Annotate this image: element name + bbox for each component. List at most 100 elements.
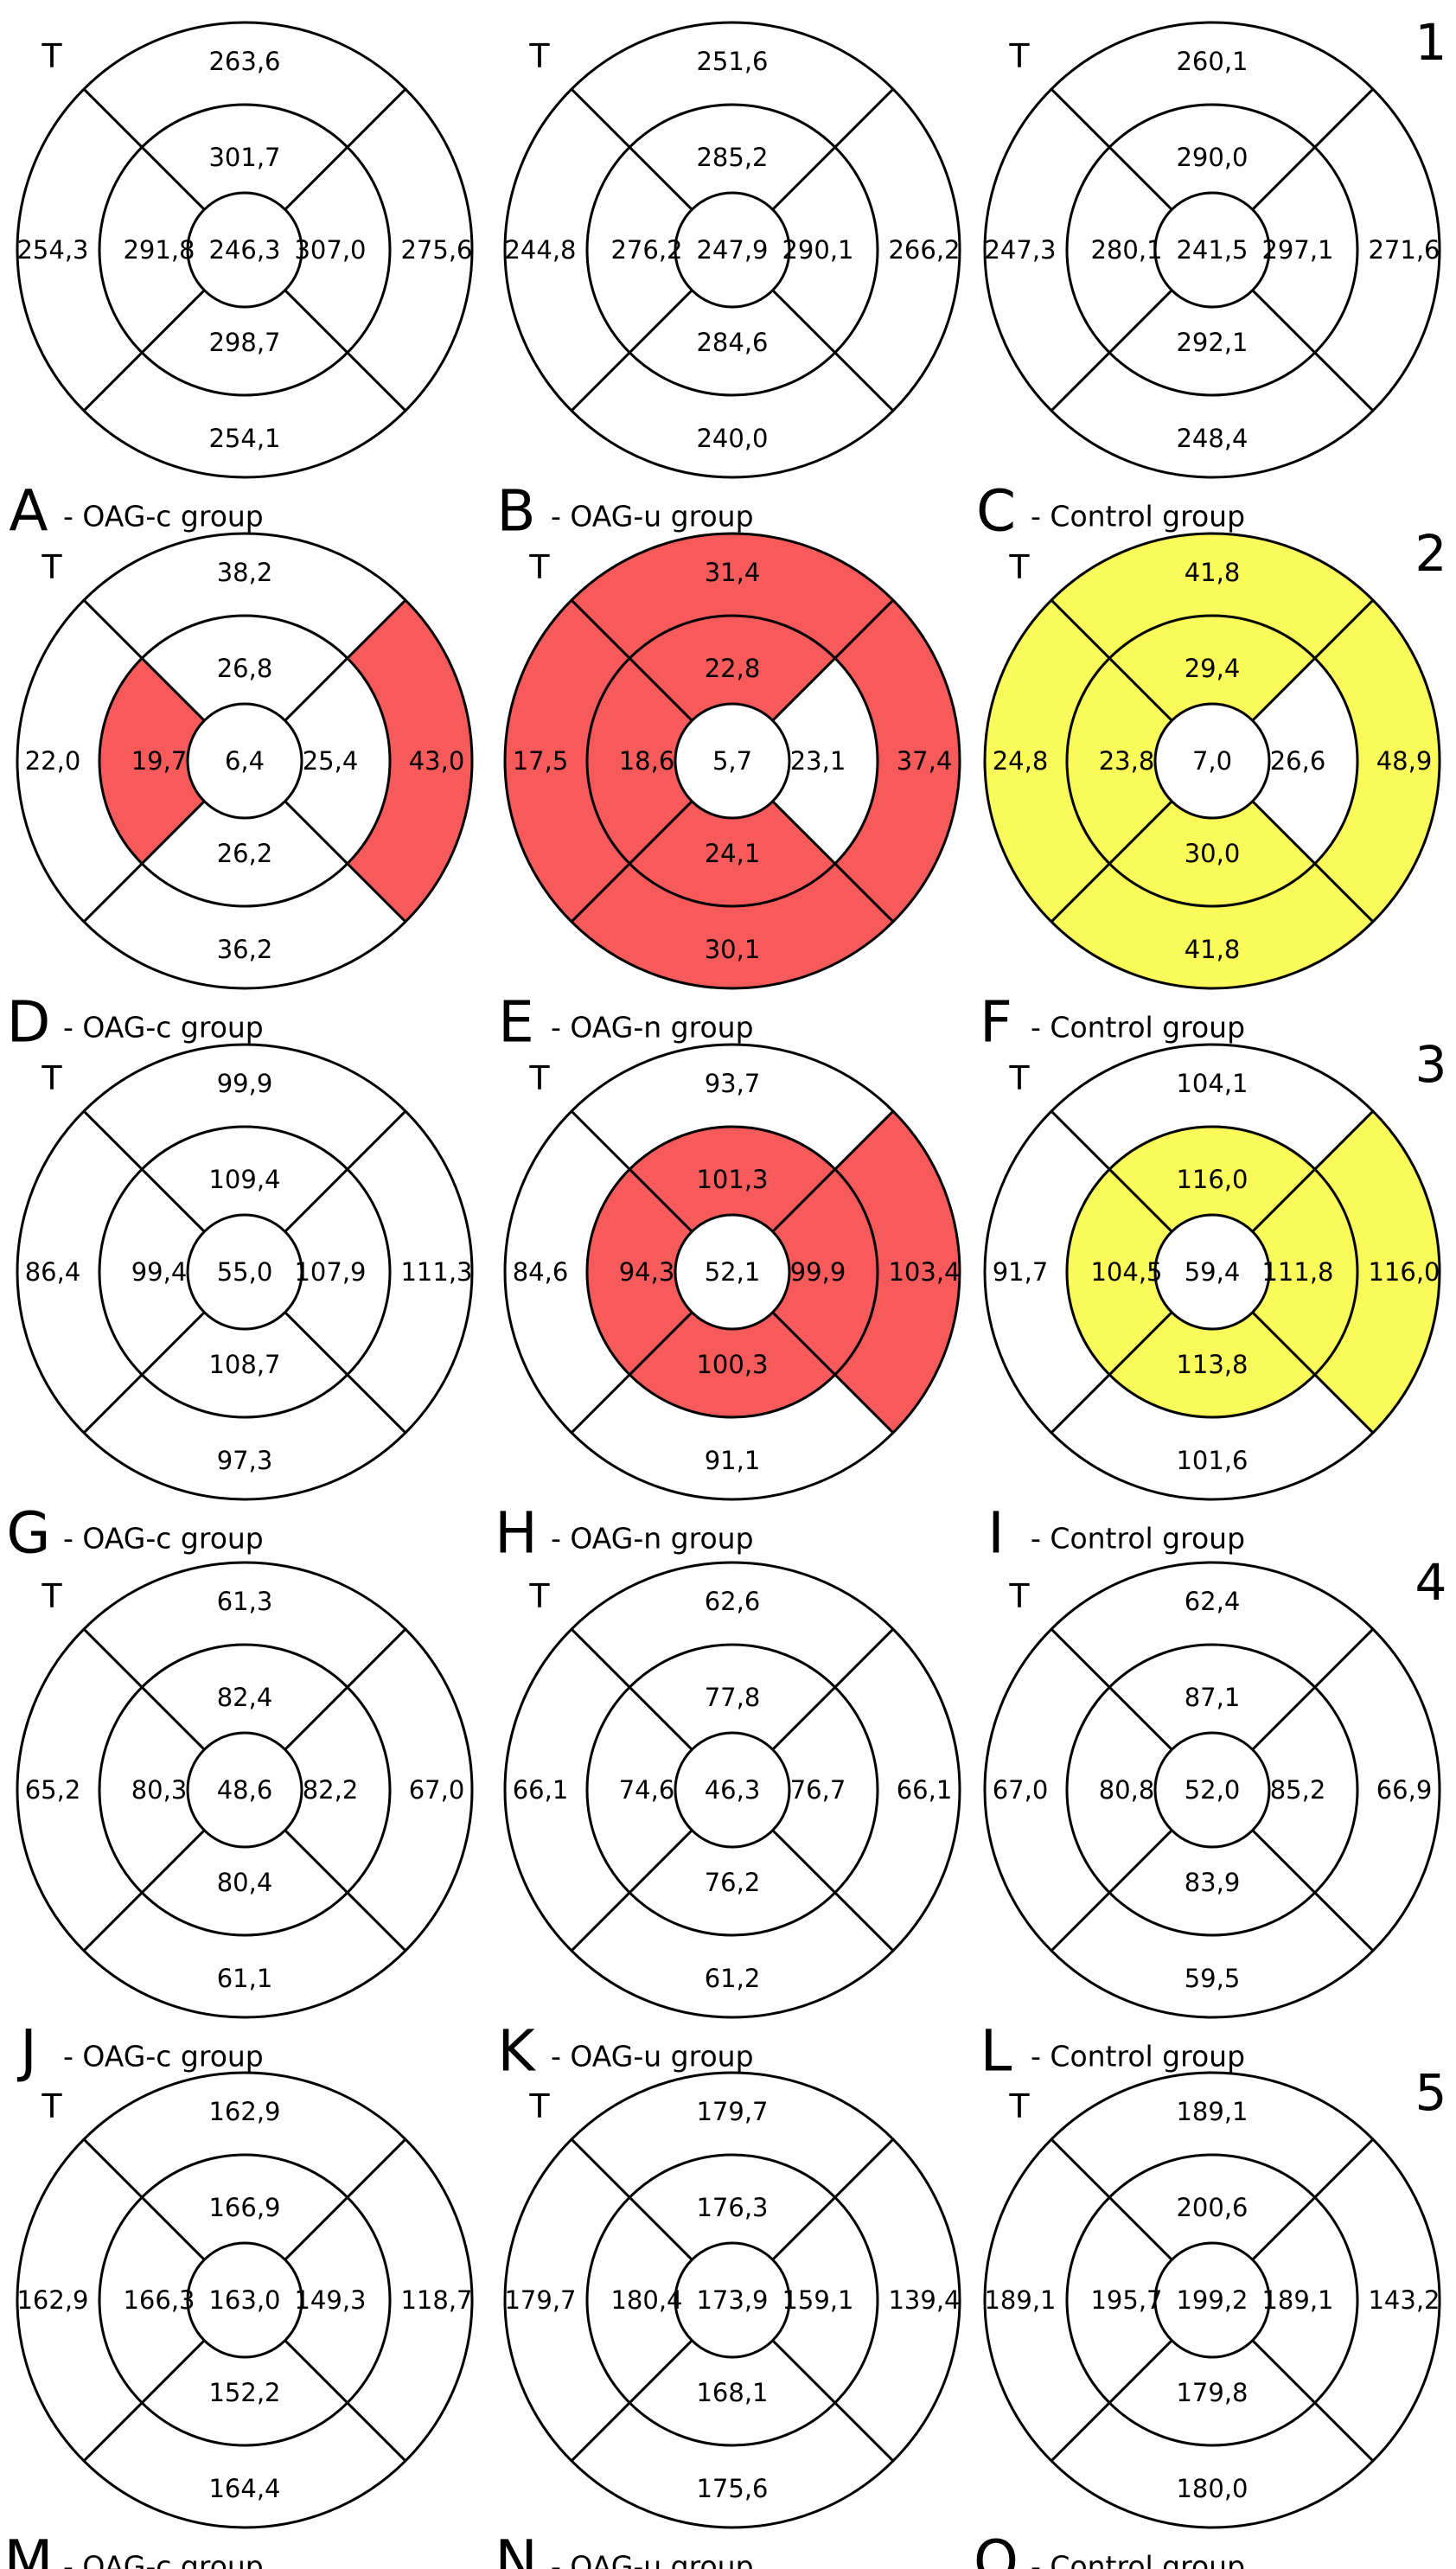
center-ring: [186, 702, 303, 820]
sector-divider-2: [771, 2339, 895, 2463]
sector-divider-3: [570, 800, 693, 923]
inner-bottom-value: 298,7: [208, 328, 280, 357]
row-number-1: 1: [1415, 13, 1447, 72]
inner-bottom-value: 113,8: [1176, 1350, 1248, 1379]
outer-left-value: 65,2: [25, 1775, 81, 1805]
outer-ring: [16, 2071, 474, 2529]
highlight-outer-right: [1314, 600, 1440, 922]
center-value: 52,1: [705, 1257, 761, 1287]
orientation-marker: T: [41, 2087, 62, 2125]
highlight-outer-right: [1314, 1111, 1440, 1433]
sector-divider-1: [284, 1109, 407, 1233]
orientation-marker: T: [528, 1059, 550, 1097]
panel-letter: C: [976, 478, 1016, 545]
highlight-outer-bottom: [1051, 863, 1373, 988]
outer-top-value: 99,9: [217, 1069, 273, 1098]
inner-top-value: 26,8: [217, 654, 273, 683]
inner-bottom-value: 108,7: [208, 1350, 280, 1379]
outer-bottom-value: 101,6: [1176, 1446, 1248, 1475]
outer-bottom-value: 248,4: [1176, 424, 1248, 453]
panel-letter: I: [987, 1500, 1004, 1567]
outer-ring: [16, 21, 474, 479]
inner-ring: [585, 1125, 879, 1419]
outer-top-value: 162,9: [208, 2097, 280, 2126]
center-ring: [1153, 702, 1271, 820]
inner-left-value: 99,4: [131, 1257, 188, 1287]
inner-ring: [585, 1643, 879, 1937]
sector-divider-1: [1251, 87, 1375, 211]
inner-ring: [585, 2153, 879, 2447]
sector-divider-4: [82, 1627, 206, 1751]
outer-bottom-value: 59,5: [1185, 1964, 1241, 1993]
outer-right-value: 143,2: [1368, 2285, 1440, 2315]
sector-divider-4: [1050, 1109, 1173, 1233]
center-ring: [186, 191, 303, 309]
highlight-inner-top: [629, 616, 835, 721]
outer-bottom-value: 61,2: [705, 1964, 761, 1993]
inner-top-value: 166,9: [208, 2193, 280, 2222]
inner-left-value: 23,8: [1099, 746, 1155, 776]
sector-divider-3: [82, 1829, 206, 1952]
inner-bottom-value: 80,4: [217, 1868, 273, 1897]
inner-bottom-value: 26,2: [217, 839, 273, 868]
center-value: 241,5: [1176, 235, 1248, 265]
inner-right-value: 297,1: [1261, 235, 1333, 265]
outer-top-value: 62,6: [705, 1587, 761, 1616]
sector-divider-2: [771, 1311, 895, 1435]
outer-bottom-value: 91,1: [705, 1446, 761, 1475]
inner-top-value: 77,8: [705, 1683, 761, 1712]
inner-right-value: 99,9: [790, 1257, 846, 1287]
outer-right-value: 139,4: [888, 2285, 960, 2315]
row-number-4: 4: [1415, 1553, 1447, 1612]
highlight-inner-bottom: [1109, 801, 1315, 907]
center-value: 7,0: [1192, 746, 1232, 776]
row-number-3: 3: [1415, 1035, 1447, 1094]
inner-top-value: 22,8: [705, 654, 761, 683]
inner-left-value: 80,3: [131, 1775, 188, 1805]
inner-right-value: 189,1: [1261, 2285, 1333, 2315]
inner-right-value: 307,0: [294, 235, 366, 265]
center-ring: [674, 1213, 791, 1331]
highlight-inner-top: [629, 1127, 835, 1232]
inner-ring: [1065, 1643, 1359, 1937]
orientation-marker: T: [1008, 2087, 1030, 2125]
sector-divider-4: [82, 598, 206, 722]
sector-divider-1: [771, 598, 895, 722]
panel-letter: O: [974, 2528, 1019, 2569]
sector-divider-1: [771, 1109, 895, 1233]
inner-bottom-value: 100,3: [696, 1350, 768, 1379]
outer-bottom-value: 61,1: [217, 1964, 273, 1993]
center-ring: [674, 1731, 791, 1849]
sector-divider-1: [771, 1627, 895, 1751]
panel-letter: N: [495, 2528, 537, 2569]
sector-divider-2: [1251, 800, 1375, 923]
outer-right-value: 118,7: [400, 2285, 472, 2315]
inner-right-value: 23,1: [790, 746, 846, 776]
orientation-marker: T: [1008, 37, 1030, 75]
orientation-marker: T: [528, 548, 550, 586]
panel-group-label: - OAG-c group: [63, 500, 264, 534]
inner-left-value: 74,6: [619, 1775, 675, 1805]
highlight-outer-left: [505, 600, 630, 922]
inner-top-value: 301,7: [208, 143, 280, 172]
inner-bottom-value: 284,6: [696, 328, 768, 357]
panel-group-label: - OAG-c group: [63, 2040, 264, 2074]
sector-divider-3: [570, 2339, 693, 2463]
inner-top-value: 290,0: [1176, 143, 1248, 172]
outer-top-value: 179,7: [696, 2097, 768, 2126]
inner-top-value: 200,6: [1176, 2193, 1248, 2222]
inner-top-value: 29,4: [1185, 654, 1241, 683]
panel-letter: L: [980, 2018, 1012, 2085]
panel-group-label: - OAG-c group: [63, 2550, 264, 2569]
outer-ring: [16, 1043, 474, 1501]
panel-letter: H: [495, 1500, 538, 1567]
orientation-marker: T: [1008, 1577, 1030, 1615]
highlight-outer-left: [985, 600, 1110, 922]
sector-divider-4: [82, 1109, 206, 1233]
highlight-inner-left: [586, 1169, 693, 1375]
panel-letter: M: [4, 2528, 54, 2569]
